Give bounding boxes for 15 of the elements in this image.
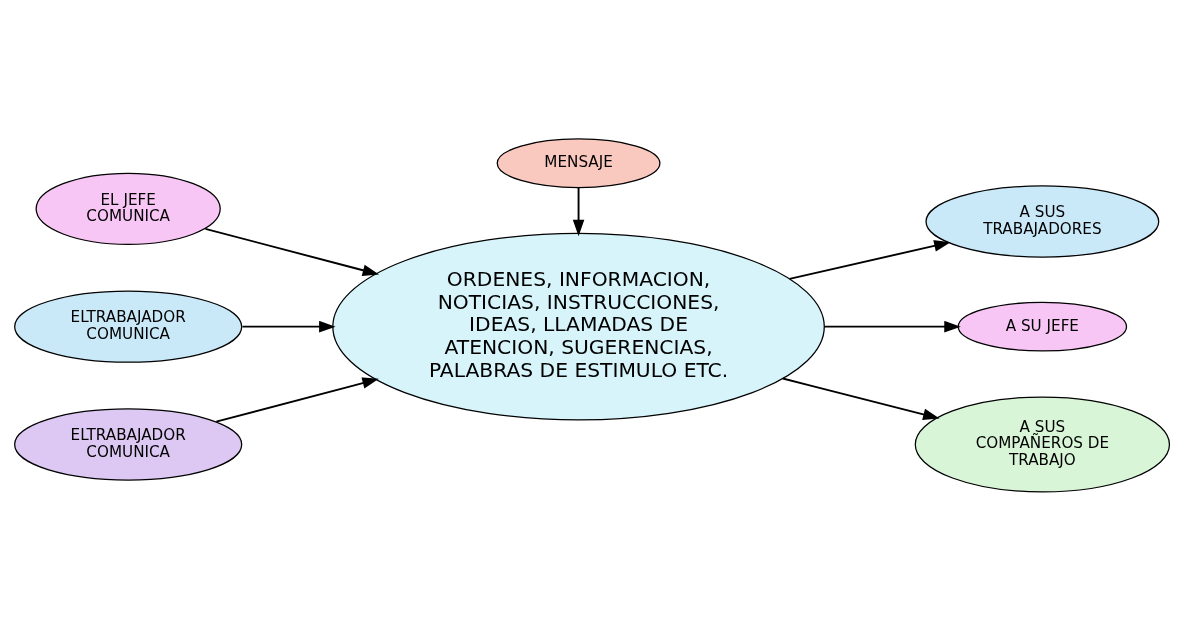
- node-ellipse: ELTRABAJADOR COMUNICA: [14, 290, 243, 363]
- node-ellipse: ELTRABAJADOR COMUNICA: [14, 408, 243, 481]
- node-ellipse: A SUS COMPAÑEROS DE TRABAJO: [914, 396, 1171, 493]
- arrow: [241, 320, 336, 333]
- node-ellipse: MENSAJE: [496, 138, 661, 189]
- arrow: [215, 377, 379, 423]
- arrow: [781, 377, 940, 421]
- node-ellipse: ORDENES, INFORMACION, NOTICIAS, INSTRUCCIONES, IDEAS, LLAMADAS DE ATENCION, SUGERENCIAS, PALABRAS DE ESTIMULO ETC.: [332, 232, 825, 421]
- arrow: [572, 187, 585, 237]
- arrow: [823, 320, 961, 333]
- node-ellipse: A SU JEFE: [957, 301, 1128, 352]
- node-ellipse: EL JEFE COMUNICA: [35, 172, 221, 246]
- node-ellipse: A SUS TRABAJADORES: [925, 185, 1160, 258]
- arrow: [788, 240, 951, 280]
- arrow: [204, 227, 380, 276]
